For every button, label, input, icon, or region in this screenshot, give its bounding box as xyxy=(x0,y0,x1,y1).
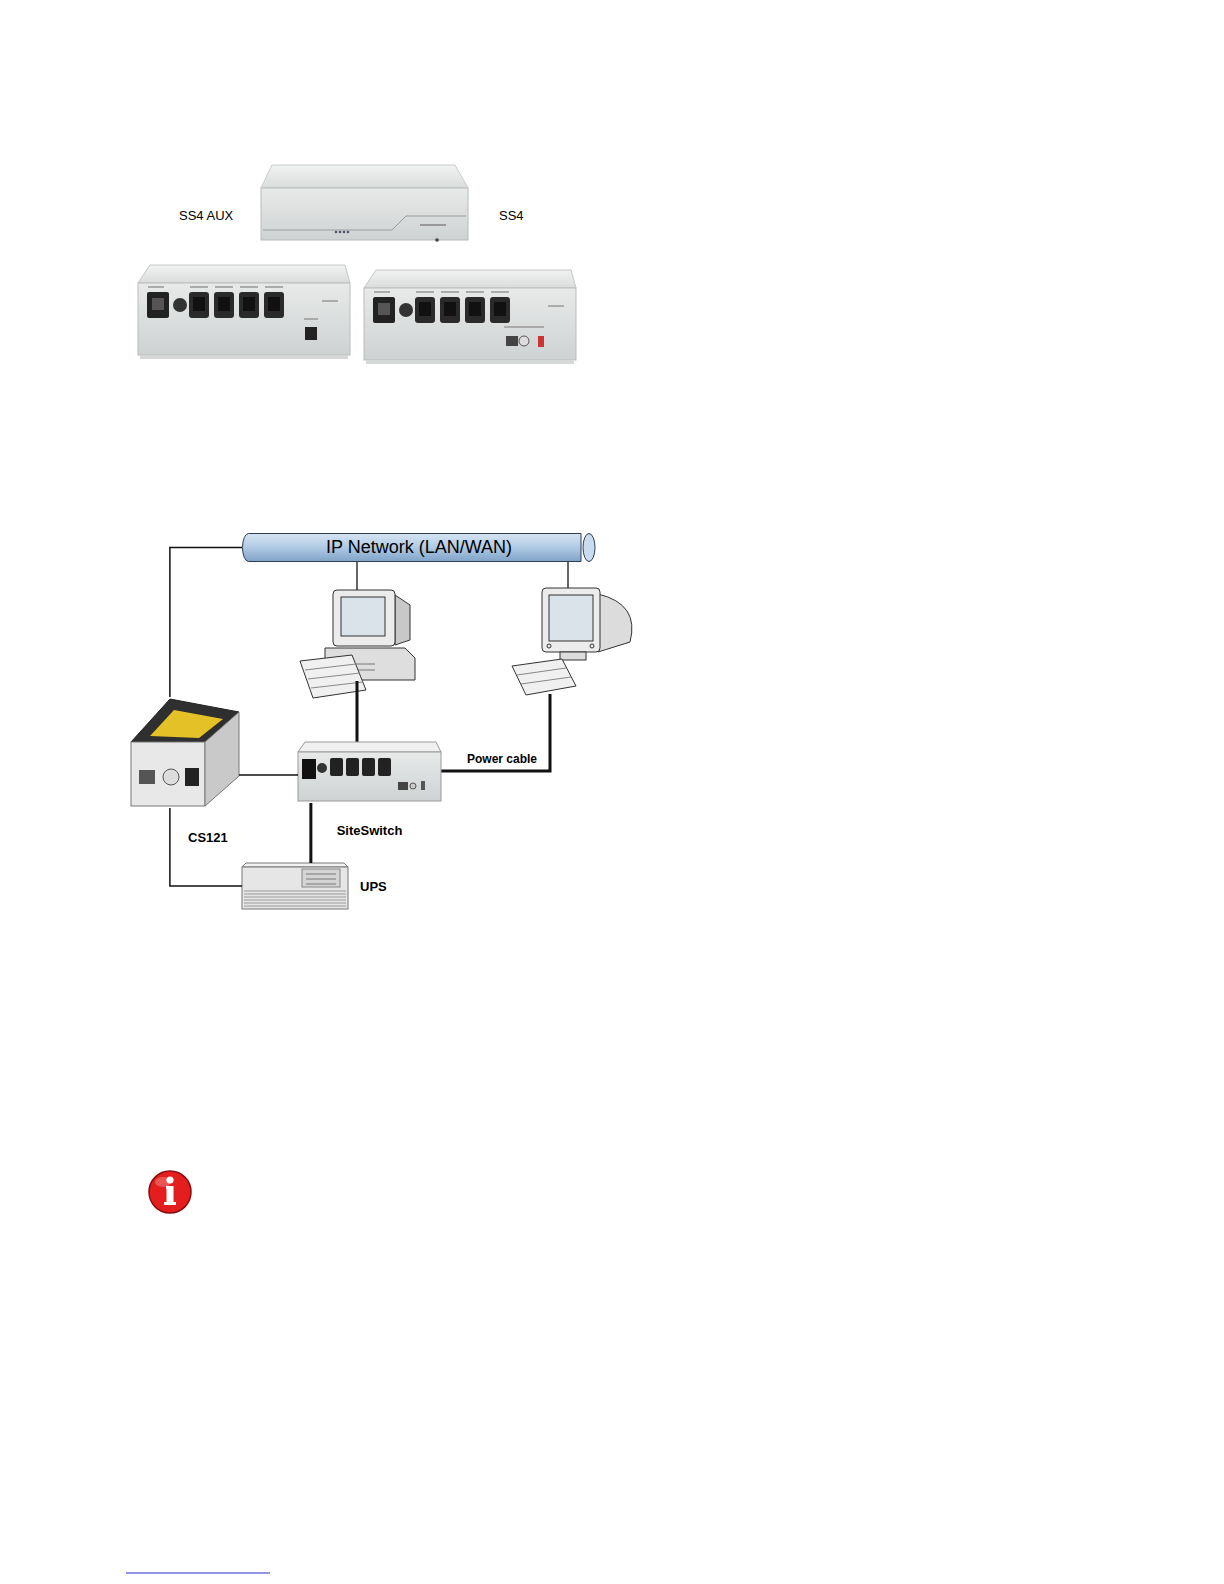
ups-device: UPS xyxy=(242,863,348,909)
device-name: CS121 xyxy=(188,830,228,846)
cable-line xyxy=(239,774,298,776)
info-icon xyxy=(149,1171,191,1213)
device-name: UPS xyxy=(360,879,387,895)
cable-line xyxy=(170,808,242,886)
ss4-photo xyxy=(364,270,576,364)
cable-line xyxy=(309,803,312,863)
link-underline xyxy=(126,1573,270,1574)
cable-label: Power cable xyxy=(466,752,538,766)
device-name: SiteSwitch xyxy=(298,823,441,839)
cable-line xyxy=(170,548,242,698)
product-label: SS4 AUX xyxy=(178,208,234,223)
siteswitch-device: SiteSwitch xyxy=(298,742,441,803)
network-name: IP Network (LAN/WAN) xyxy=(326,537,512,558)
product-label: SS4 xyxy=(498,208,525,223)
ss4-aux-photo xyxy=(138,265,350,359)
network-drawing xyxy=(131,562,632,909)
network-band: IP Network (LAN/WAN) xyxy=(242,533,596,562)
ss4-front-photo xyxy=(261,165,468,242)
cs121-device: CS121 xyxy=(131,697,239,808)
